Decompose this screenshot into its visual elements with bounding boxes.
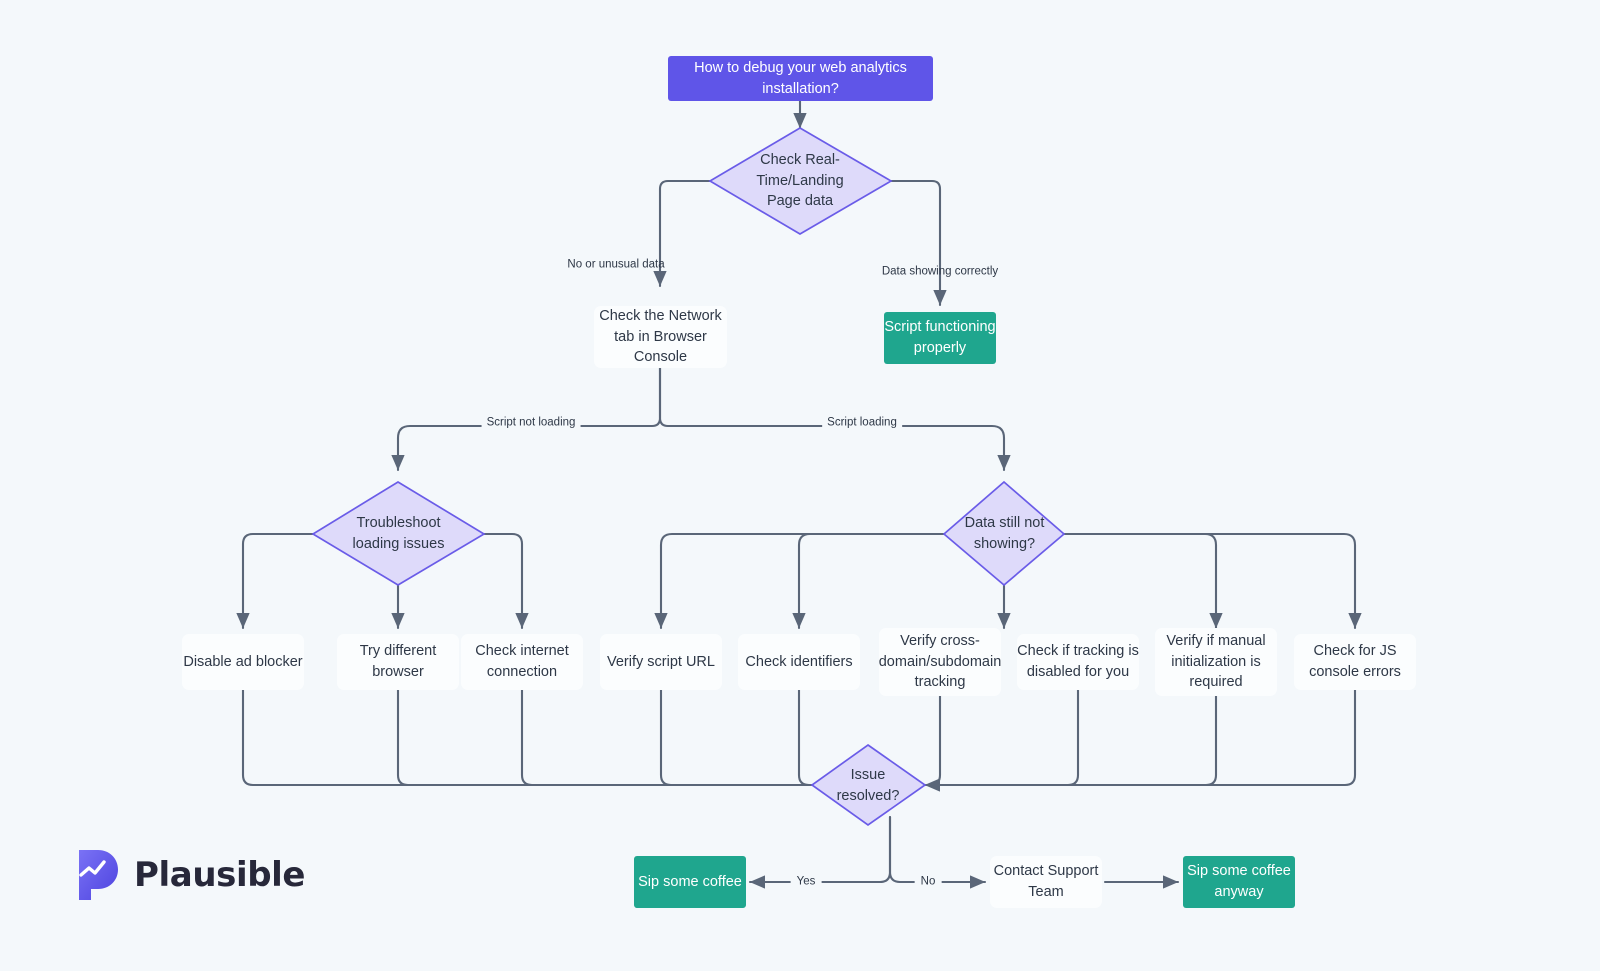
edge-label-script-loading: Script loading — [822, 417, 902, 429]
edge-dsn-l2 — [654, 532, 946, 630]
edge-label-data-showing-correctly: Data showing correctly — [881, 265, 999, 278]
node-check-tracking-disabled[interactable]: Check if tracking is disabled for you — [1017, 634, 1139, 690]
edge-label-no-or-unusual-data: No or unusual data — [567, 258, 665, 271]
node-start-label: How to debug your web analytics installa… — [694, 59, 907, 97]
node-sip-some-coffee-label: Sip some coffee — [638, 873, 742, 890]
node-try-different-browser-label: Try different browser — [359, 643, 437, 680]
node-check-identifiers[interactable]: Check identifiers — [738, 634, 860, 690]
node-contact-support-label: Contact Support Team — [993, 863, 1099, 900]
connector-layer — [236, 99, 1362, 889]
brand-name: Plausible — [134, 855, 306, 895]
node-verify-manual-initialization[interactable]: Verify if manual initialization is requi… — [1155, 628, 1277, 696]
node-check-js-console-errors[interactable]: Check for JS console errors — [1294, 634, 1416, 690]
edge-conv-5 — [797, 688, 857, 787]
edge-conv-7 — [923, 688, 1080, 787]
edge-conv-3 — [520, 688, 857, 787]
edge-label-yes: Yes — [790, 876, 822, 888]
node-verify-script-url-label: Verify script URL — [607, 653, 715, 670]
node-check-internet-label: Check internet connection — [475, 643, 569, 680]
node-check-internet-connection[interactable]: Check internet connection — [461, 634, 583, 690]
edge-label-no: No — [914, 876, 942, 888]
decision-troubleshoot-shape — [311, 481, 486, 586]
edge-label-script-not-loading: Script not loading — [481, 417, 581, 429]
node-disable-ad-blocker-label: Disable ad blocker — [183, 653, 303, 670]
edge-conv-1 — [241, 688, 857, 792]
node-start[interactable]: How to debug your web analytics installa… — [668, 56, 933, 101]
node-check-tracking-disabled-label: Check if tracking is disabled for you — [1017, 643, 1139, 680]
node-verify-cross-domain-tracking[interactable]: Verify cross-domain/subdomain tracking — [879, 628, 1001, 696]
node-check-js-console-label: Check for JS console errors — [1309, 643, 1401, 680]
node-verify-cross-domain-label: Verify cross-domain/subdomain tracking — [878, 633, 1002, 691]
node-check-network-tab-label: Check the Network tab in Browser Console — [599, 308, 722, 366]
node-sip-some-coffee-anyway[interactable]: Sip some coffee anyway — [1183, 856, 1295, 908]
node-verify-manual-init-label: Verify if manual initialization is requi… — [1166, 633, 1266, 691]
node-sip-some-coffee[interactable]: Sip some coffee — [634, 856, 746, 908]
edge-conv-4 — [659, 688, 857, 787]
edge-dsn-r2 — [1062, 532, 1362, 630]
node-disable-ad-blocker[interactable]: Disable ad blocker — [182, 634, 304, 690]
node-check-network-tab[interactable]: Check the Network tab in Browser Console — [594, 306, 727, 368]
node-script-functioning-label: Script functioning properly — [884, 319, 996, 356]
plausible-logo-icon — [79, 850, 118, 900]
edge-resolved-no — [888, 815, 987, 889]
decision-shapes — [311, 127, 1066, 827]
edge-check-right — [889, 179, 947, 307]
edge-dsn-r1 — [1062, 532, 1223, 630]
node-contact-support-team[interactable]: Contact Support Team — [990, 856, 1102, 908]
node-sip-some-coffee-anyway-label: Sip some coffee anyway — [1187, 863, 1291, 900]
decision-check-realtime-shape — [708, 127, 893, 235]
brand-logo: Plausible — [76, 848, 305, 902]
node-check-identifiers-label: Check identifiers — [745, 653, 853, 670]
edge-conv-2 — [396, 688, 857, 787]
edge-conv-6 — [923, 688, 942, 792]
decision-data-still-shape — [942, 480, 1066, 587]
edge-ts-left — [236, 532, 315, 630]
node-try-different-browser[interactable]: Try different browser — [337, 634, 459, 690]
edge-dsn-l1 — [792, 532, 946, 630]
decision-issue-resolved-shape — [810, 743, 927, 827]
edge-ts-right — [482, 532, 529, 630]
node-verify-script-url[interactable]: Verify script URL — [600, 634, 722, 690]
edge-conv-8 — [923, 688, 1218, 787]
edge-check-left — [653, 179, 712, 288]
node-script-functioning-properly[interactable]: Script functioning properly — [884, 312, 996, 364]
edge-conv-9 — [923, 688, 1357, 787]
edge-resolved-yes — [748, 815, 892, 889]
